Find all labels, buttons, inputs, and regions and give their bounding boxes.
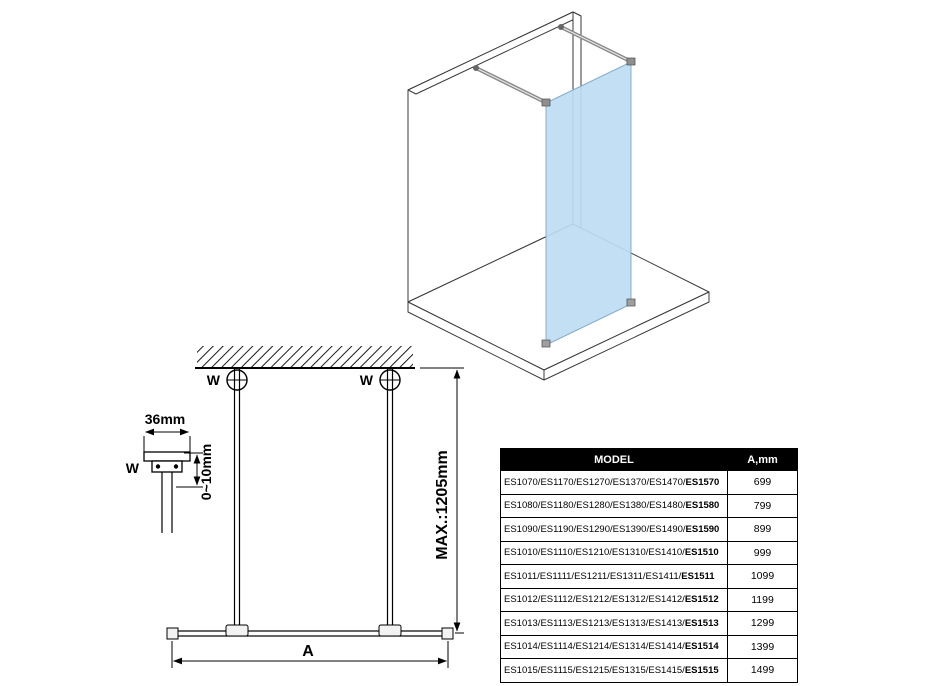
model-cell: ES1011/ES1111/ES1211/ES1311/ES1411/ES151…	[500, 564, 728, 589]
table-row: ES1070/ES1170/ES1270/ES1370/ES1470/ES157…	[500, 470, 798, 495]
model-code-bold: ES1570	[685, 476, 720, 488]
table-row: ES1090/ES1190/ES1290/ES1390/ES1490/ES159…	[500, 517, 798, 542]
model-code-bold: ES1515	[684, 664, 719, 676]
table-row: ES1080/ES1180/ES1280/ES1380/ES1480/ES158…	[500, 493, 798, 518]
model-codes: ES1015/ES1115/ES1215/ES1315/ES1415/	[504, 664, 685, 676]
table-row: ES1015/ES1115/ES1215/ES1315/ES1415/ES151…	[500, 658, 798, 683]
wall-bracket-icon	[473, 65, 479, 71]
model-code-bold: ES1513	[684, 617, 719, 629]
detail-rod	[161, 472, 173, 533]
a-mm-cell: 1199	[727, 587, 798, 612]
model-table-body: ES1070/ES1170/ES1270/ES1370/ES1470/ES157…	[500, 470, 798, 683]
table-row: ES1014/ES1114/ES1214/ES1314/ES1414/ES151…	[500, 634, 798, 659]
model-column-header: MODEL	[500, 448, 728, 471]
model-table: MODEL A,mm ES1070/ES1170/ES1270/ES1370/E…	[500, 448, 798, 683]
table-header-row: MODEL A,mm	[500, 448, 798, 471]
model-cell: ES1070/ES1170/ES1270/ES1370/ES1470/ES157…	[500, 470, 728, 495]
isometric-view	[407, 11, 710, 381]
model-codes: ES1013/ES1113/ES1213/ES1313/ES1413/	[504, 617, 685, 629]
model-codes: ES1011/ES1111/ES1211/ES1311/ES1411/	[504, 570, 682, 582]
table-row: ES1013/ES1113/ES1213/ES1313/ES1413/ES151…	[500, 611, 798, 636]
model-codes: ES1070/ES1170/ES1270/ES1370/ES1470/	[504, 476, 686, 488]
model-cell: ES1010/ES1110/ES1210/ES1310/ES1410/ES151…	[500, 540, 728, 565]
model-code-bold: ES1510	[684, 547, 719, 559]
end-cap-right	[441, 627, 454, 640]
model-cell: ES1090/ES1190/ES1290/ES1390/ES1490/ES159…	[500, 517, 728, 542]
model-cell: ES1014/ES1114/ES1214/ES1314/ES1414/ES151…	[500, 634, 728, 659]
model-code-bold: ES1590	[685, 523, 720, 535]
glass-clamp-icon	[541, 98, 551, 107]
model-codes: ES1080/ES1180/ES1280/ES1380/ES1480/	[504, 500, 686, 512]
a-mm-cell: 1099	[727, 564, 798, 589]
model-cell: ES1015/ES1115/ES1215/ES1315/ES1415/ES151…	[500, 658, 728, 683]
bracket-screw-icon	[155, 464, 161, 469]
support-bar-front-highlight	[475, 67, 548, 104]
floor-left-edge	[407, 301, 545, 381]
a-mm-column-header: A,mm	[727, 448, 798, 471]
a-mm-cell: 699	[727, 470, 798, 495]
max-height-label: MAX.:1205mm	[434, 450, 451, 559]
glass-panel	[545, 61, 632, 346]
bracket-label: W	[126, 460, 140, 476]
end-cap-left	[166, 627, 179, 640]
glass-top-profile	[169, 630, 451, 637]
front-view: W W MAX.:1205mm A	[166, 346, 464, 668]
left-rod	[233, 368, 241, 631]
ceiling-bracket-plate	[143, 451, 191, 462]
model-code-bold: ES1580	[685, 500, 720, 512]
glass-foot-icon	[626, 298, 636, 307]
model-code-bold: ES1512	[684, 594, 719, 606]
wall-mount-label-right: W	[360, 372, 374, 388]
model-code-bold: ES1514	[684, 641, 719, 653]
a-mm-cell: 799	[727, 493, 798, 518]
max-height-dimension	[420, 367, 464, 634]
wall-bracket-icon	[558, 24, 564, 30]
table-row: ES1011/ES1111/ES1211/ES1311/ES1411/ES151…	[500, 564, 798, 589]
a-mm-cell: 899	[727, 517, 798, 542]
wall-mount-label-left: W	[207, 372, 221, 388]
support-bars	[473, 24, 633, 105]
a-mm-cell: 1399	[727, 634, 798, 659]
bracket-width-dimension	[143, 428, 191, 452]
glass-clamp-icon	[626, 57, 636, 66]
model-cell: ES1013/ES1113/ES1213/ES1313/ES1413/ES151…	[500, 611, 728, 636]
a-mm-cell: 999	[727, 540, 798, 565]
model-code-bold: ES1511	[681, 570, 715, 582]
ceiling-hatch	[197, 346, 413, 368]
table-row: ES1012/ES1112/ES1212/ES1312/ES1412/ES151…	[500, 587, 798, 612]
adjust-range-label: 0~10mm	[198, 444, 214, 500]
rod-foot-left	[225, 624, 249, 637]
adjust-range-dimension	[176, 452, 203, 488]
width-label: A	[302, 643, 314, 660]
bracket-width-label: 36mm	[145, 411, 185, 427]
model-codes: ES1012/ES1112/ES1212/ES1312/ES1412/	[504, 594, 685, 606]
model-cell: ES1012/ES1112/ES1212/ES1312/ES1412/ES151…	[500, 587, 728, 612]
bracket-screw-icon	[173, 464, 179, 469]
table-row: ES1010/ES1110/ES1210/ES1310/ES1410/ES151…	[500, 540, 798, 565]
model-codes: ES1014/ES1114/ES1214/ES1314/ES1414/	[504, 641, 685, 653]
ceiling-bracket-body	[151, 460, 183, 473]
model-codes: ES1010/ES1110/ES1210/ES1310/ES1410/	[504, 547, 685, 559]
glass-foot-icon	[541, 339, 551, 348]
a-mm-cell: 1299	[727, 611, 798, 636]
model-codes: ES1090/ES1190/ES1290/ES1390/ES1490/	[504, 523, 686, 535]
model-cell: ES1080/ES1180/ES1280/ES1380/ES1480/ES158…	[500, 493, 728, 518]
width-dimension	[171, 641, 449, 668]
support-bar-back-highlight	[560, 26, 633, 63]
a-mm-cell: 1499	[727, 658, 798, 683]
right-rod	[386, 368, 394, 631]
bracket-detail: 36mm W 0~10mm	[126, 411, 214, 533]
rod-foot-right	[378, 624, 402, 637]
